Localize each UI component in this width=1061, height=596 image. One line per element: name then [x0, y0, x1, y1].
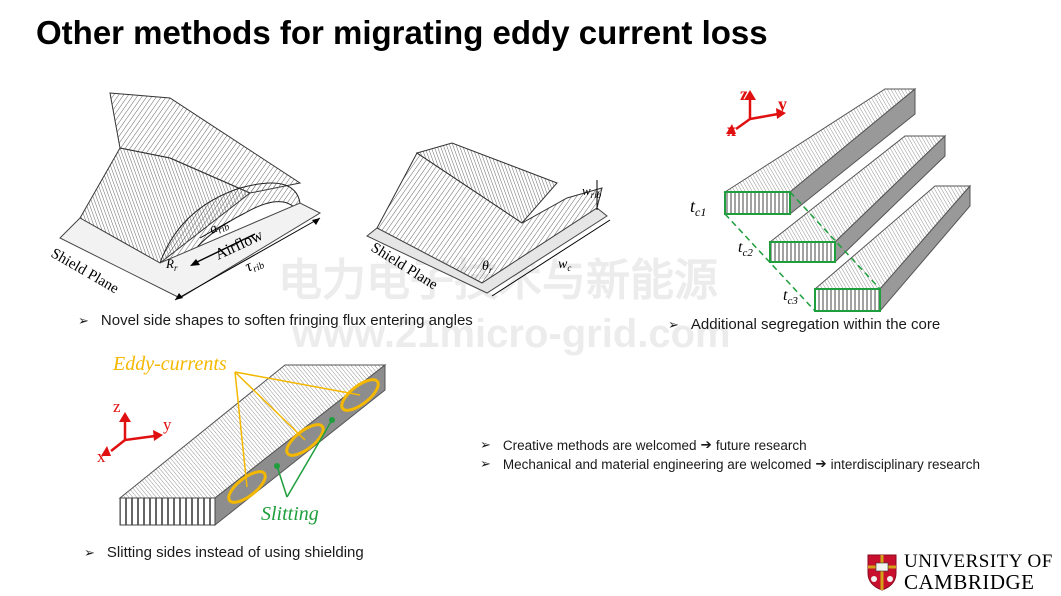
svg-text:tc3: tc3 — [783, 287, 798, 307]
right-arrow-icon: ➔ — [700, 437, 712, 452]
bullet-creative-result: future research — [715, 437, 807, 453]
r-sub: r — [174, 263, 178, 273]
rib-rounded-figure: Shield Plane Airflow arib Rr τrib — [48, 92, 322, 301]
svg-text:θr: θr — [482, 259, 493, 275]
tc3-sub: c3 — [787, 295, 798, 307]
theta-sub: r — [489, 265, 493, 275]
arrow-bullet-icon: ➢ — [480, 456, 491, 471]
eddy-currents-label: Eddy-currents — [112, 353, 227, 375]
arrow-bullet-icon: ➢ — [78, 312, 89, 328]
arrow-bullet-icon: ➢ — [480, 437, 491, 452]
tau-rib-sub: rib — [251, 260, 266, 275]
bullet-novel-side-shapes: ➢ Novel side shapes to soften fringing f… — [78, 312, 473, 329]
svg-text:arib: arib — [207, 216, 231, 239]
bullet-creative-text: Creative methods are welcomed — [502, 437, 697, 453]
bullet-novel-side-shapes-text: Novel side shapes to soften fringing flu… — [100, 312, 473, 329]
svg-text:Rr: Rr — [165, 256, 178, 273]
rib-chamfered-figure: Shield Plane wrib θr wc — [366, 142, 611, 297]
svg-text:tc2: tc2 — [738, 239, 753, 259]
bullet-mechanical: ➢ Mechanical and material engineering ar… — [480, 456, 980, 472]
svg-text:wc: wc — [558, 257, 571, 273]
slitting-figure: z y x Eddy-currents Slitting — [97, 353, 387, 527]
slide-title: Other methods for migrating eddy current… — [36, 14, 768, 51]
logo-line2: CAMBRIDGE — [904, 570, 1035, 594]
bullet-segregation-text: Additional segregation within the core — [690, 316, 941, 333]
tc3-label: t — [783, 287, 788, 304]
axis-z-label-left: z — [113, 397, 121, 416]
svg-text:wrib: wrib — [582, 183, 602, 200]
axis-z-label-right: z — [740, 84, 748, 104]
cambridge-logo: UNIVERSITY OF CAMBRIDGE — [866, 551, 1053, 594]
axis-x-label-left: x — [97, 447, 106, 466]
w-c-label: w — [558, 257, 568, 272]
bullet-creative: ➢ Creative methods are welcomed ➔ future… — [480, 437, 807, 453]
tc1-label: t — [690, 196, 696, 216]
bullet-mechanical-text: Mechanical and material engineering are … — [502, 456, 812, 472]
theta-label: θ — [482, 259, 489, 274]
r-label: R — [165, 256, 174, 271]
watermark-url: www.21micro-grid.com — [292, 312, 731, 356]
logo-line1: UNIVERSITY OF — [904, 551, 1053, 572]
tc1-sub: c1 — [695, 205, 706, 219]
bullet-slitting-text: Slitting sides instead of using shieldin… — [106, 544, 364, 561]
bullet-segregation: ➢ Additional segregation within the core — [668, 316, 940, 333]
axis-x-label-right: x — [727, 120, 736, 140]
svg-text:tc1: tc1 — [690, 196, 706, 219]
cambridge-crest-icon — [867, 554, 897, 591]
bullet-slitting: ➢ Slitting sides instead of using shield… — [84, 544, 364, 561]
arrow-bullet-icon: ➢ — [84, 544, 95, 560]
axis-y-label-right: y — [778, 94, 787, 114]
w-rib-sub: rib — [591, 190, 602, 200]
w-c-sub: c — [567, 263, 571, 273]
axis-y-label-left: y — [163, 415, 172, 434]
arrow-bullet-icon: ➢ — [668, 316, 679, 332]
a-rib-sub: rib — [216, 222, 231, 237]
right-arrow-icon: ➔ — [815, 456, 827, 471]
w-rib-label: w — [582, 183, 591, 198]
bullet-mechanical-result: interdisciplinary research — [830, 456, 980, 472]
tc2-sub: c2 — [742, 247, 753, 259]
core-segments-figure: z y x tc1 tc2 tc3 — [690, 84, 972, 313]
tc2-label: t — [738, 239, 743, 256]
slitting-label: Slitting — [261, 503, 319, 525]
